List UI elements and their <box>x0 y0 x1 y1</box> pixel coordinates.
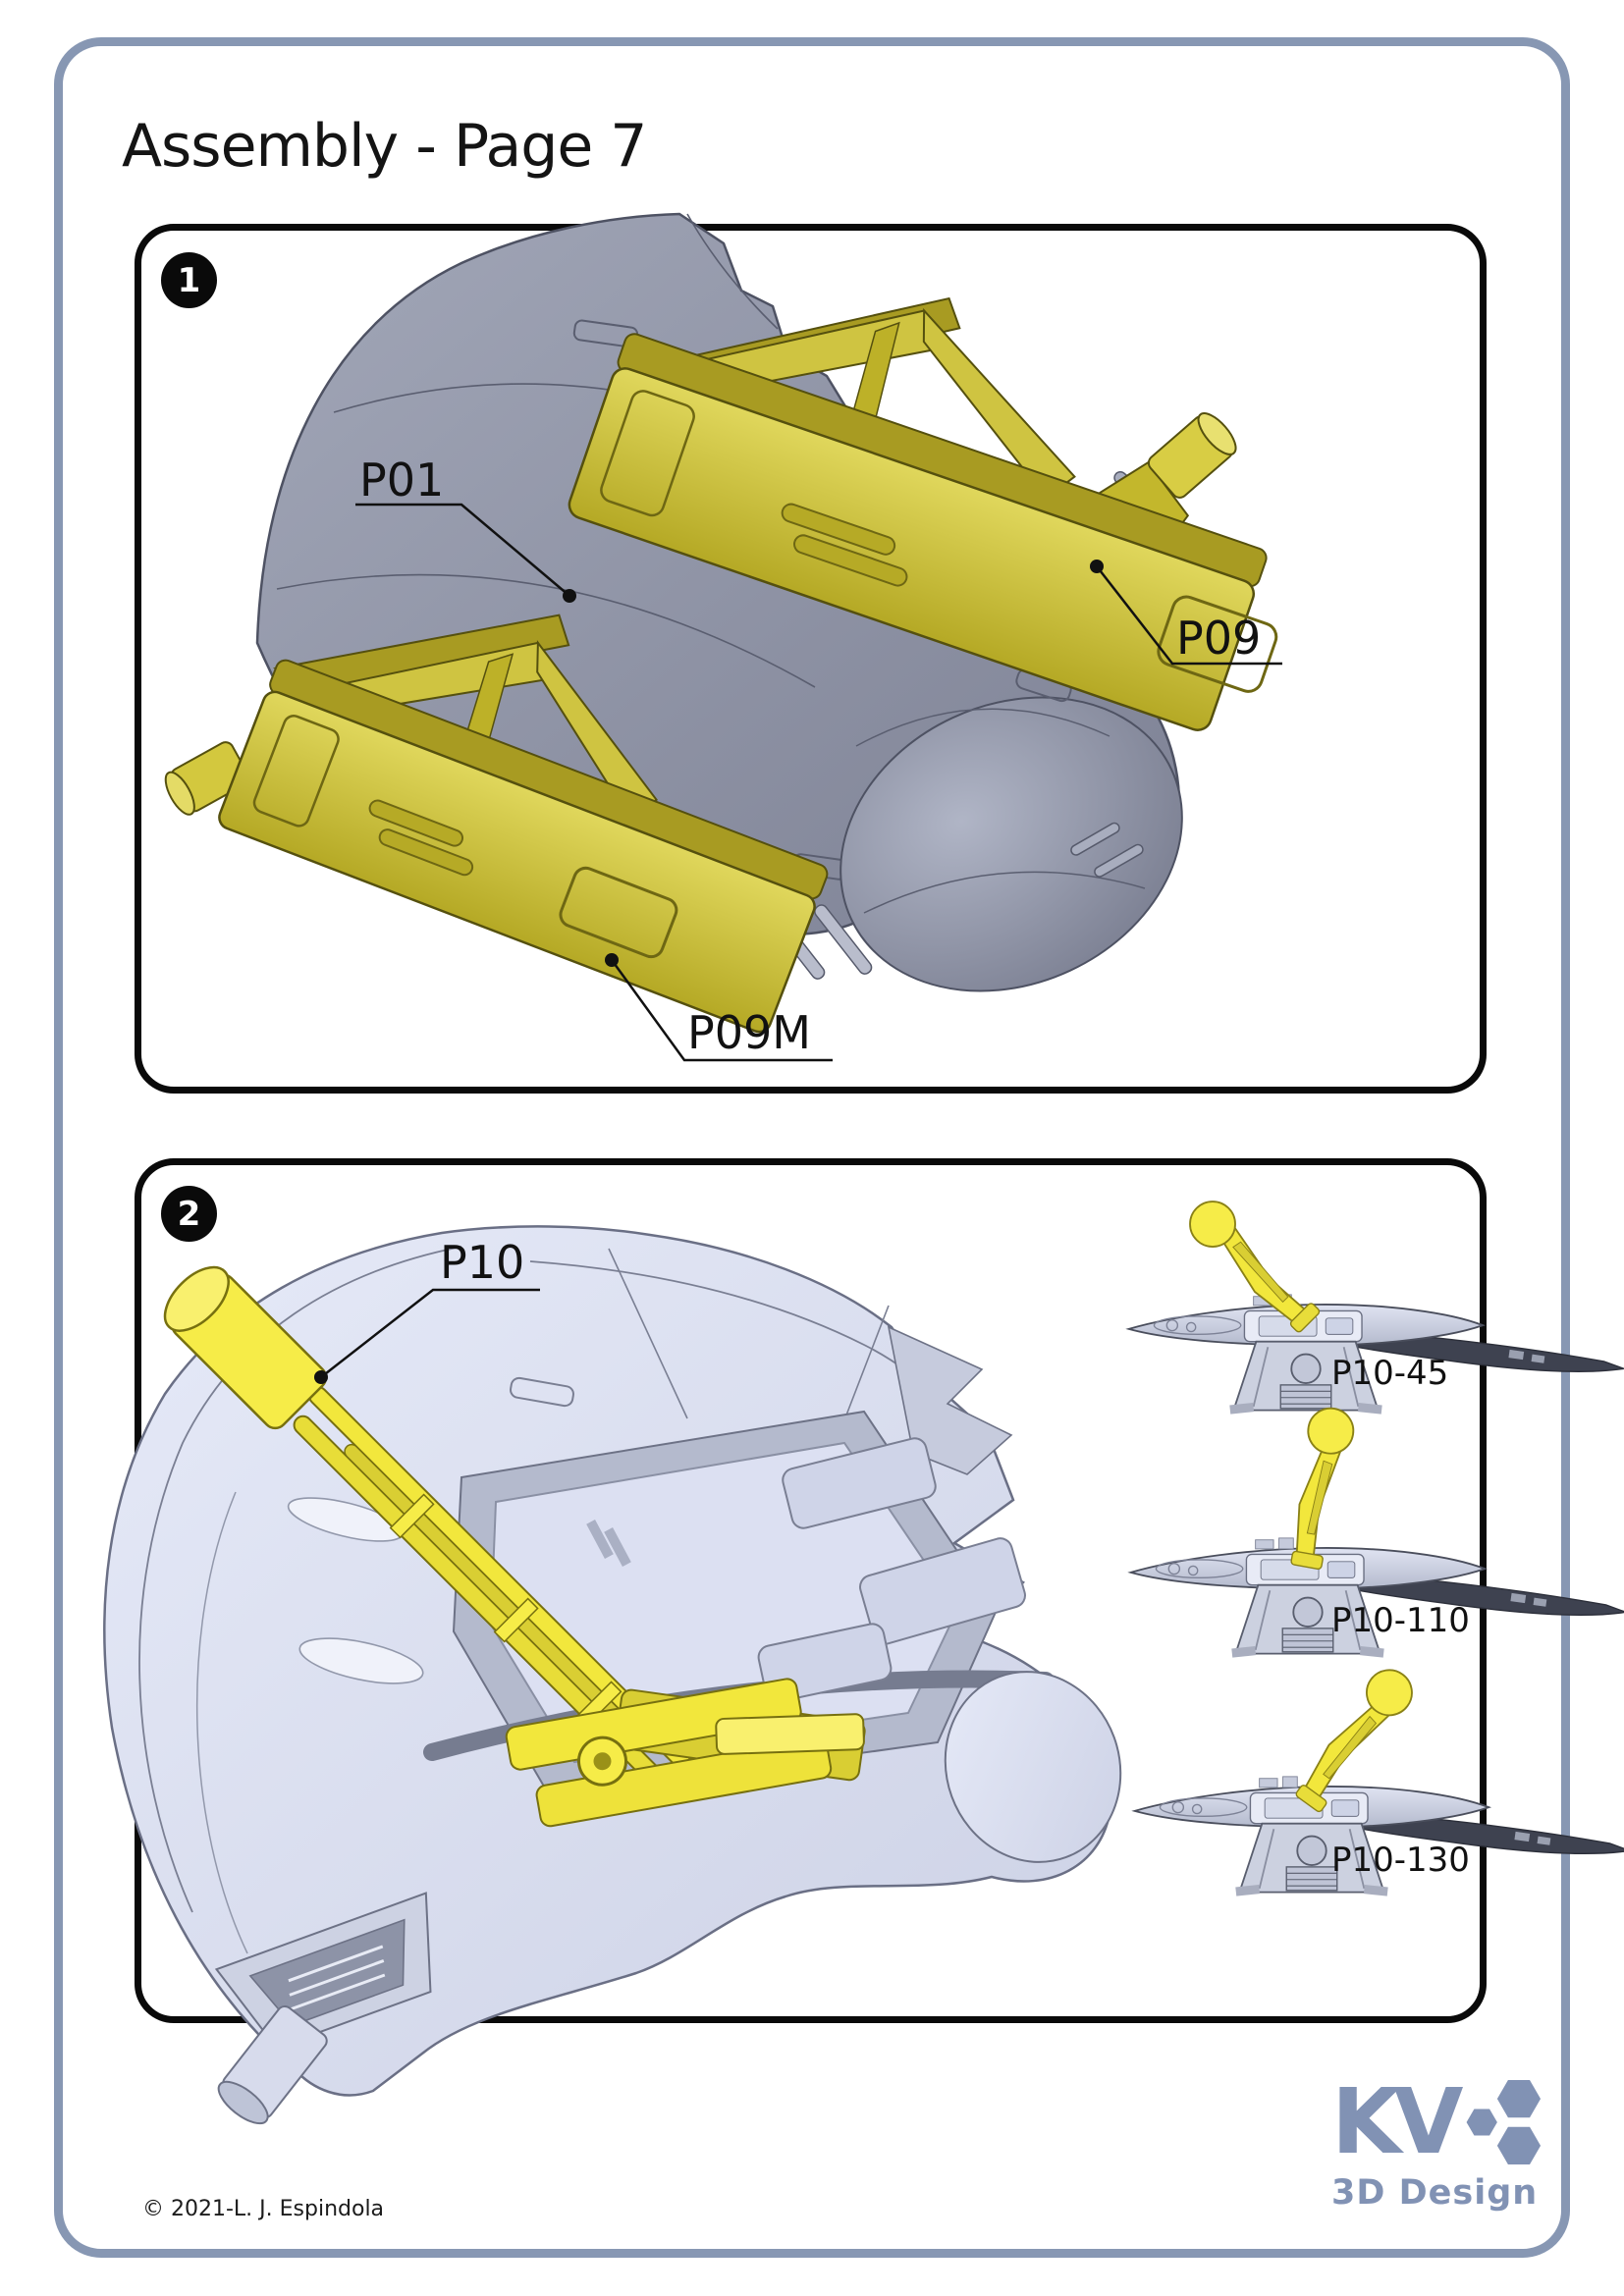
step-1-panel <box>135 224 1487 1094</box>
step-1-badge: 1 <box>161 252 217 308</box>
copyright-text: © 2021-L. J. Espindola <box>142 2197 385 2221</box>
step-2-panel <box>135 1158 1487 2023</box>
brand-logo-subtitle: 3D Design <box>1331 2173 1539 2213</box>
brand-logo-kv: KV <box>1331 2068 1463 2174</box>
step-2-badge: 2 <box>161 1186 217 1242</box>
page-title: Assembly - Page 7 <box>122 112 647 181</box>
hexagons-icon <box>1466 2079 1541 2165</box>
brand-logo: KV 3D Design <box>1331 2073 1552 2213</box>
